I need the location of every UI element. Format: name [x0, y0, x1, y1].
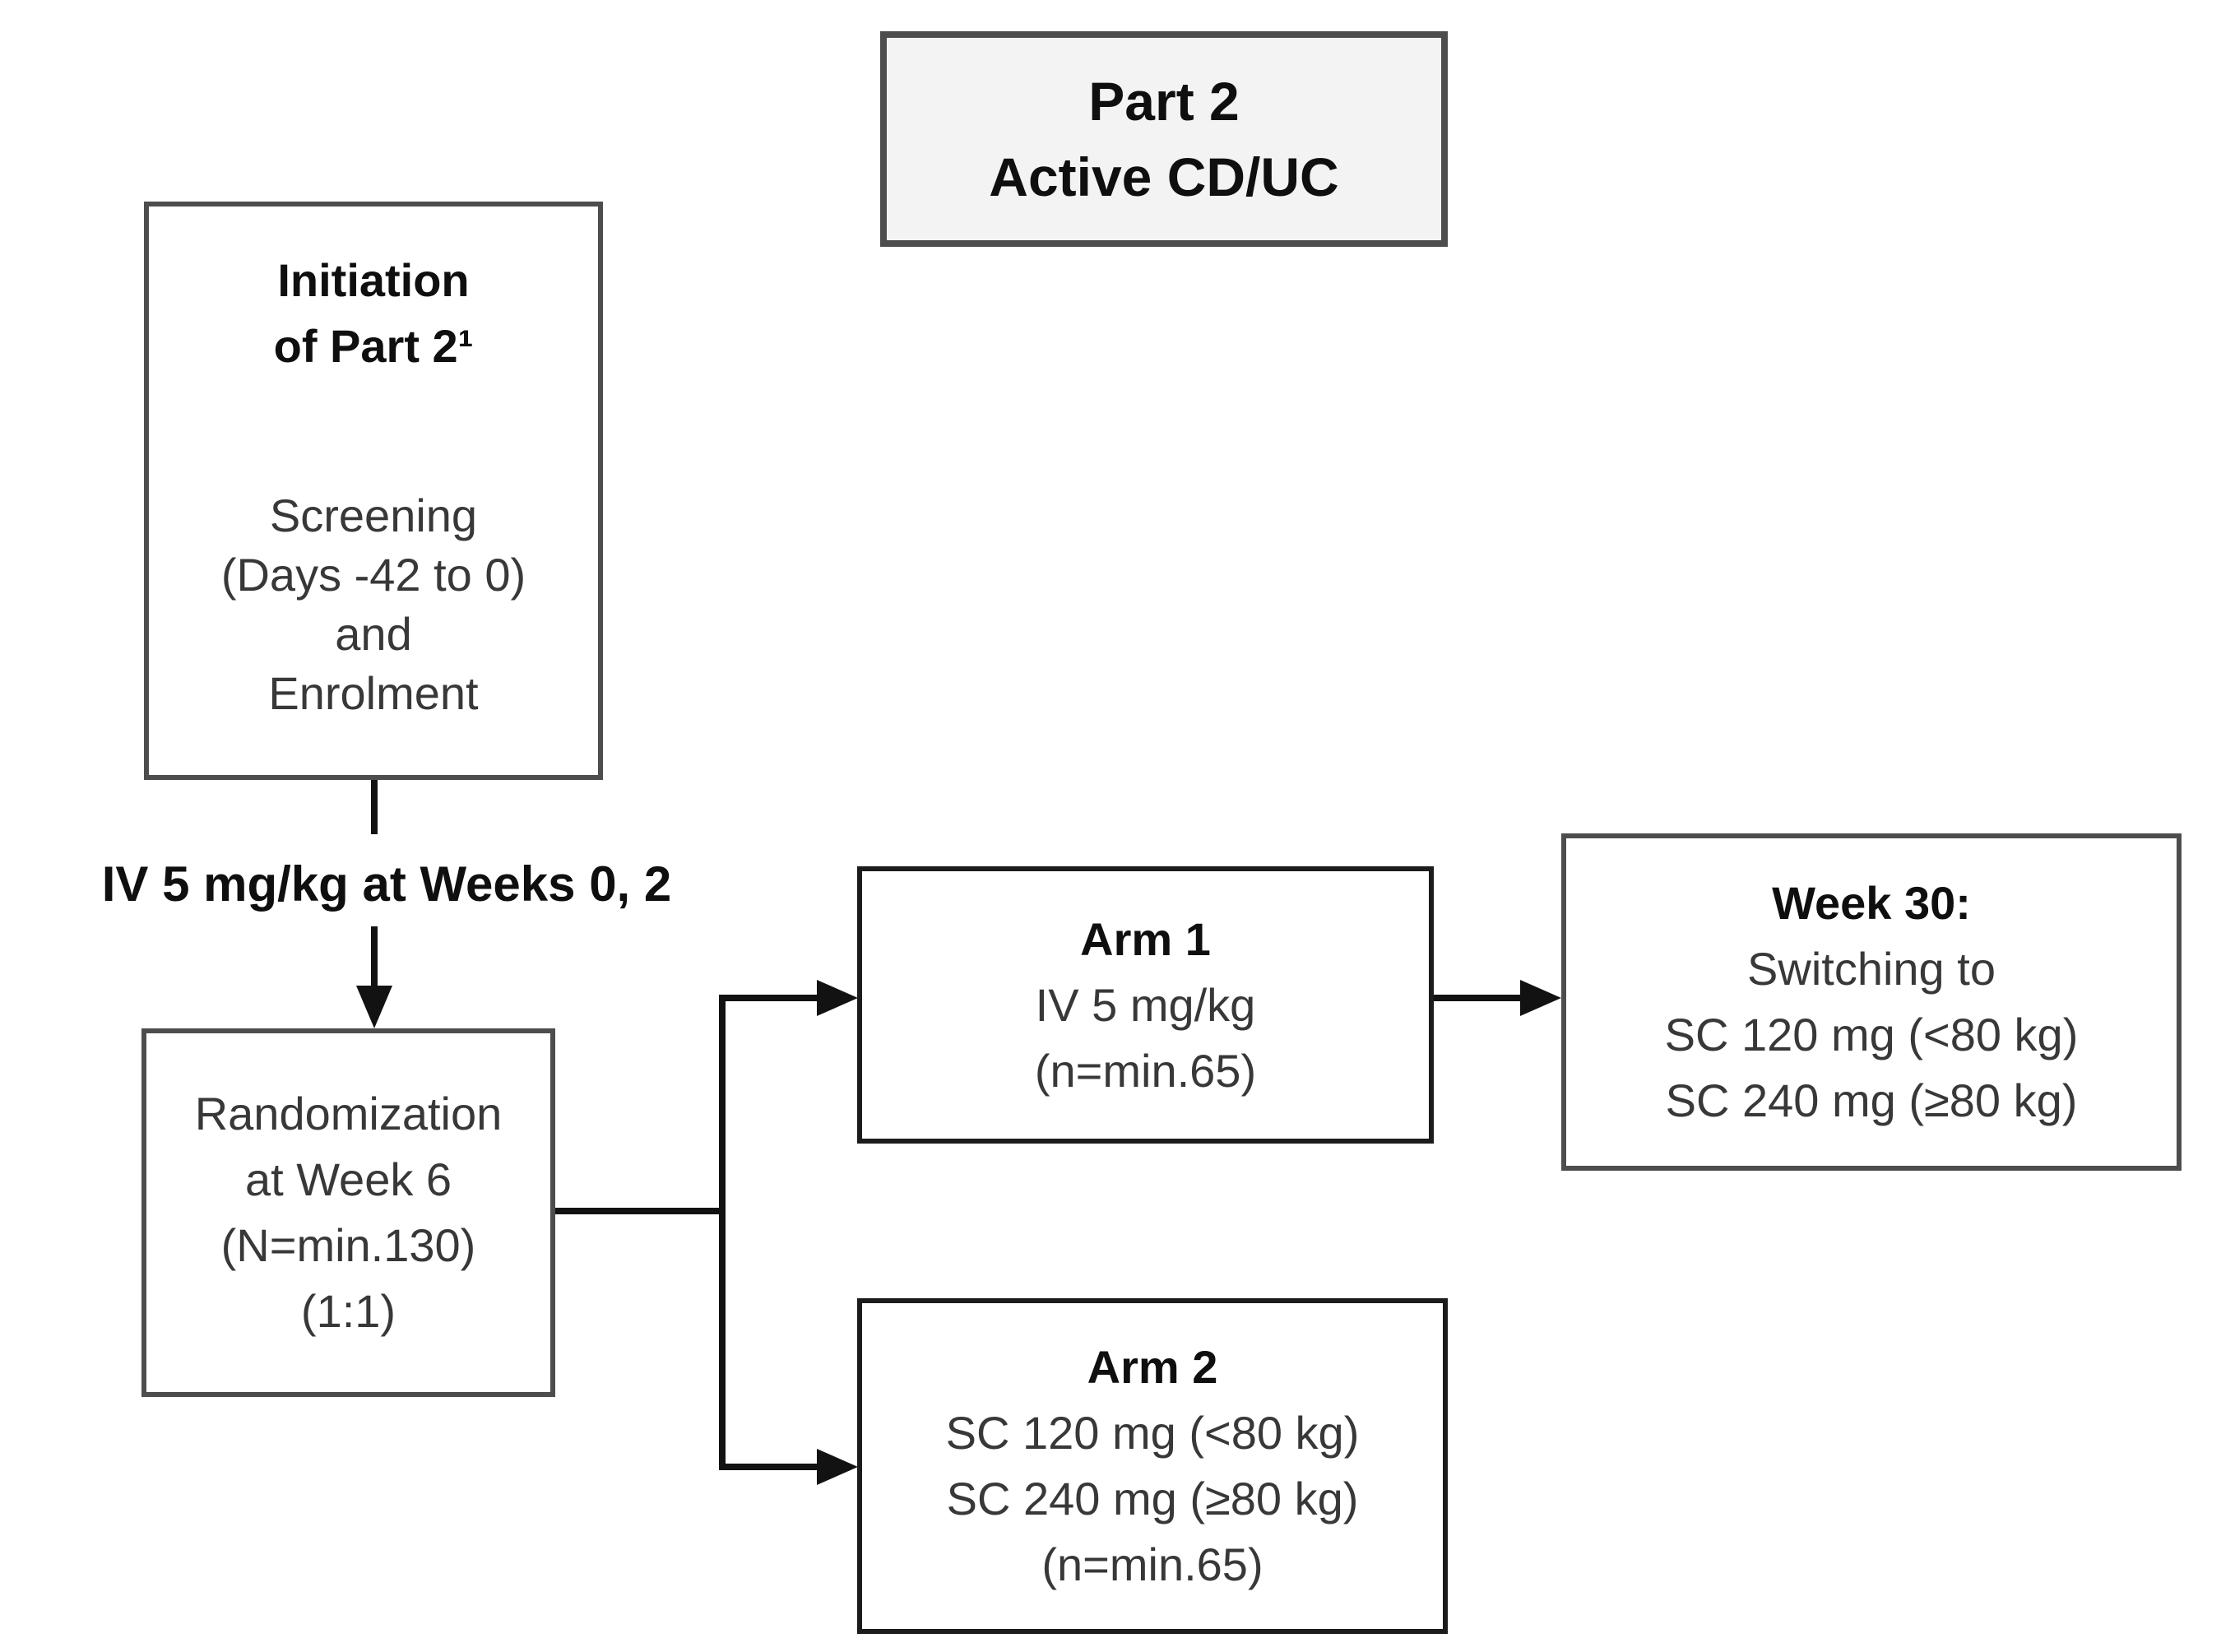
arm1-title: Arm 1 [1080, 912, 1211, 965]
arm2-title: Arm 2 [1087, 1341, 1218, 1393]
week30-switching-line: Switching to [1747, 943, 1996, 995]
part2-header-box: Part 2 Active CD/UC [880, 31, 1448, 247]
randomization-box: Randomization at Week 6 (N=min.130) (1:1… [141, 1028, 555, 1397]
arrowhead-into-week30 [1520, 980, 1561, 1016]
week30-dose-line1: SC 120 mg (<80 kg) [1664, 1009, 2079, 1060]
arm1-dose-line: IV 5 mg/kg [1035, 978, 1256, 1031]
screening-line3: and [335, 608, 412, 660]
arrowhead-into-arm2 [817, 1449, 858, 1485]
part2-header-line1: Part 2 [1088, 71, 1240, 132]
screening-line4: Enrolment [268, 667, 479, 719]
screening-line1: Screening [269, 490, 478, 541]
randomization-line1: Randomization [194, 1088, 503, 1139]
randomization-line4: (1:1) [300, 1285, 396, 1337]
part2-header-line2: Active CD/UC [989, 146, 1339, 207]
randomization-line3: (N=min.130) [220, 1219, 476, 1271]
initiation-screening-box: Initiation of Part 2¹ Screening (Days -4… [144, 202, 603, 780]
initiation-title-line1: Initiation [277, 254, 470, 306]
arm1-box: Arm 1 IV 5 mg/kg (n=min.65) [857, 866, 1434, 1144]
week30-box: Week 30: Switching to SC 120 mg (<80 kg)… [1561, 833, 2182, 1171]
screening-line2: (Days -42 to 0) [220, 549, 526, 601]
arm2-n-line: (n=min.65) [1041, 1538, 1264, 1590]
arm2-dose-line1: SC 120 mg (<80 kg) [945, 1407, 1360, 1459]
arm1-n-line: (n=min.65) [1034, 1044, 1257, 1097]
arm2-dose-line2: SC 240 mg (≥80 kg) [946, 1473, 1359, 1524]
week30-title: Week 30: [1772, 877, 1971, 929]
iv-dosing-label: IV 5 mg/kg at Weeks 0, 2 [101, 856, 672, 912]
arrowhead-into-arm1 [817, 980, 858, 1016]
arm2-box: Arm 2 SC 120 mg (<80 kg) SC 240 mg (≥80 … [857, 1298, 1448, 1634]
initiation-title-line2: of Part 2¹ [273, 320, 474, 372]
arrowhead-into-randomization [356, 986, 392, 1028]
week30-dose-line2: SC 240 mg (≥80 kg) [1665, 1074, 2078, 1126]
randomization-line2: at Week 6 [244, 1153, 452, 1205]
